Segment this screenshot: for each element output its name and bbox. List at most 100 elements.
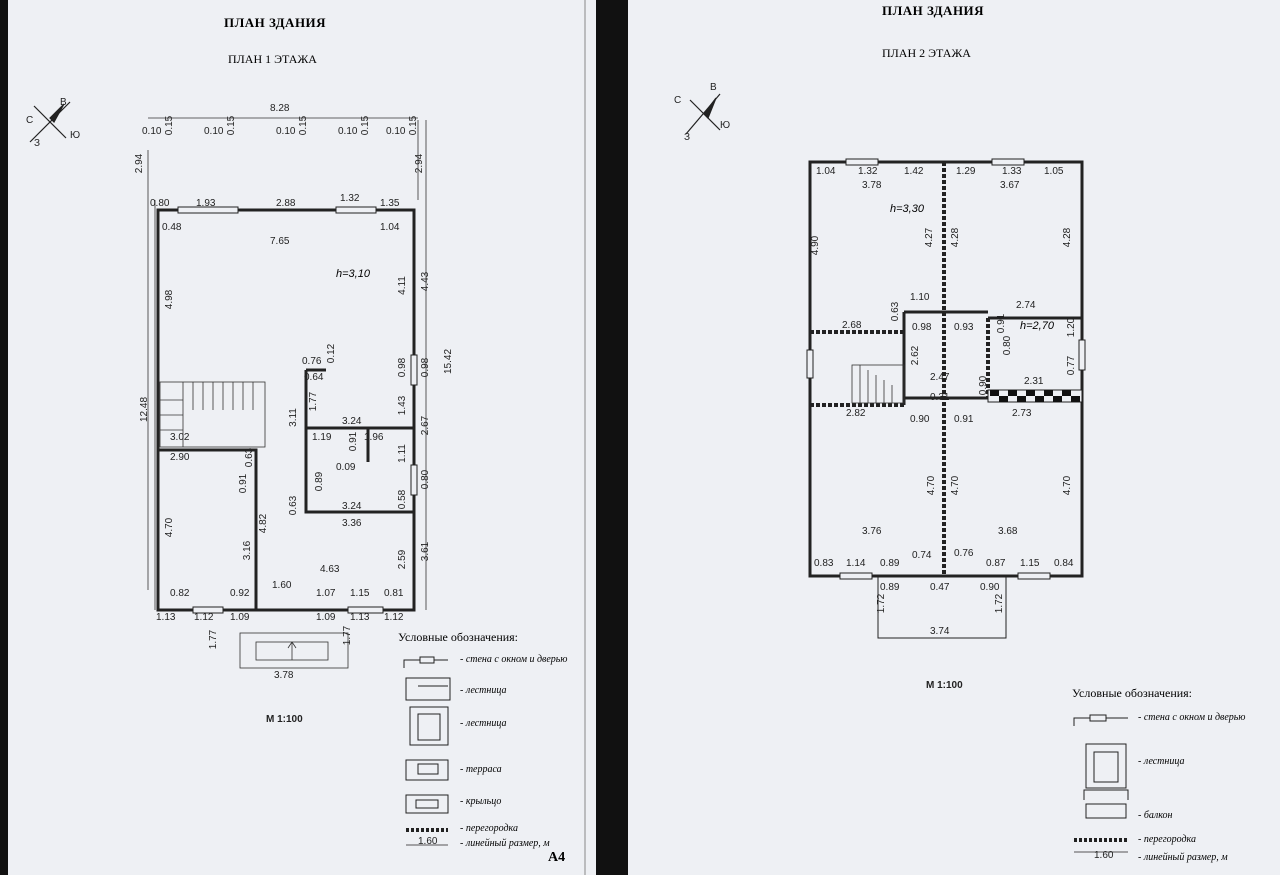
dim-label: 1.07 xyxy=(316,588,336,599)
compass-label-z: З xyxy=(34,138,41,149)
dim-label: 0.76 xyxy=(954,548,974,559)
dim-label: 1.15 xyxy=(1020,558,1040,569)
dim-label: 0.64 xyxy=(304,372,324,383)
dim-label: 0.93 xyxy=(954,322,974,333)
dim-label: 3.11 xyxy=(287,408,299,427)
dim-label: 3.74 xyxy=(930,626,950,637)
dim-label: 7.65 xyxy=(270,236,290,247)
dim-label: 1.15 xyxy=(350,588,370,599)
dim-label: 1.32 xyxy=(340,193,360,204)
dim-label: 2.62 xyxy=(910,345,922,366)
dim-label: 0.80 xyxy=(1002,335,1014,356)
dim-label: 2.90 xyxy=(170,452,190,463)
dim-label: 1.72 xyxy=(994,593,1006,614)
dim-label: 4.28 xyxy=(950,227,962,248)
dim-label: 1.12 xyxy=(384,612,404,623)
dim-label: 1.13 xyxy=(156,612,176,623)
dim-label: 2.31 xyxy=(1024,376,1044,387)
legend-item: - линейный размер, м xyxy=(460,838,550,849)
dim-label: 4.98 xyxy=(164,289,176,310)
dim-label: 2.67 xyxy=(420,415,432,436)
dim-label: 4.27 xyxy=(924,227,936,248)
dim-label: 2.94 xyxy=(414,153,426,174)
dim-label: 0.63 xyxy=(890,301,902,322)
dim-label: 0.82 xyxy=(170,588,190,599)
dim-label: 1.04 xyxy=(816,166,836,177)
dim-label: 4.90 xyxy=(810,235,822,256)
legend-item: - перегородка xyxy=(1138,834,1196,845)
dim-label: 1.60 xyxy=(272,580,292,591)
dim-label: 0.74 xyxy=(912,550,932,561)
dim-label: 1.12 xyxy=(194,612,214,623)
dim-label: 1.42 xyxy=(904,166,924,177)
dim-label: 1.77 xyxy=(208,629,220,650)
porch-icon xyxy=(239,632,349,669)
ceiling-height: h=3,30 xyxy=(890,203,924,215)
dim-label: 0.15 xyxy=(360,115,372,136)
dim-label: 0.80 xyxy=(150,198,170,209)
dim-label: 2.94 xyxy=(134,153,146,174)
dim-label: 1.33 xyxy=(1002,166,1022,177)
dim-label: 3.78 xyxy=(862,180,882,191)
dim-label: 4.70 xyxy=(950,475,962,496)
dim-label: 0.91 xyxy=(954,414,974,425)
dim-label: 12.48 xyxy=(139,396,151,423)
legend-title: Условные обозначения: xyxy=(1072,686,1193,700)
dim-label: 4.82 xyxy=(258,513,270,534)
dim-label: 3.36 xyxy=(342,518,362,529)
dim-label: 4.28 xyxy=(1062,227,1074,248)
dim-label: 1.72 xyxy=(876,593,888,614)
scale-label: М 1:100 xyxy=(926,680,963,691)
scale-label: М 1:100 xyxy=(266,714,303,725)
dim-label: 0.89 xyxy=(314,471,326,492)
dim-label: 1.19 xyxy=(312,432,332,443)
dim-label: 1.77 xyxy=(342,625,354,646)
dim-label: 1.20 xyxy=(1066,317,1078,338)
compass-label-yu: Ю xyxy=(720,120,731,131)
dim-label: 1.09 xyxy=(316,612,336,623)
dim-label: 0.87 xyxy=(986,558,1006,569)
compass-label-z: З xyxy=(684,132,691,143)
legend-item: - стена с окном и дверью xyxy=(1138,712,1246,723)
dim-label: 3.68 xyxy=(998,526,1018,537)
page-subtitle: ПЛАН 2 ЭТАЖА xyxy=(882,46,971,60)
dim-label: 3.24 xyxy=(342,416,362,427)
dim-label: 4.70 xyxy=(164,517,176,538)
balcony-icon xyxy=(987,389,1083,403)
dim-label: 0.48 xyxy=(162,222,182,233)
dim-label: 1.77 xyxy=(308,391,320,412)
legend-item: - лестница xyxy=(460,685,507,696)
dim-label: 4.63 xyxy=(320,564,340,575)
dim-label: 0.63 xyxy=(244,447,256,468)
floor-1-drawing xyxy=(29,0,586,875)
dim-label: 0.09 xyxy=(336,462,356,473)
dim-label: 1.04 xyxy=(380,222,400,233)
page-subtitle: ПЛАН 1 ЭТАЖА xyxy=(228,52,317,66)
page-floor-1: ПЛАН ЗДАНИЯ ПЛАН 1 ЭТАЖА С В З Ю 8.28 0.… xyxy=(8,0,596,875)
compass-label-v: В xyxy=(710,82,717,93)
compass-icon xyxy=(29,101,71,143)
stairs-icon xyxy=(159,381,266,448)
dim-label: 3.16 xyxy=(242,540,254,561)
dim-label: 0.12 xyxy=(326,343,338,364)
legend-item: - терраса xyxy=(460,764,502,775)
dim-label: 0.76 xyxy=(302,356,322,367)
dim-label: 0.81 xyxy=(384,588,404,599)
stairs-icon xyxy=(851,364,905,404)
dim-label: 0.90 xyxy=(978,375,990,396)
dim-label: 0.47 xyxy=(930,582,950,593)
compass-label-v: В xyxy=(60,97,67,108)
dim-label: 0.91 xyxy=(996,313,1008,334)
dim-label: 0.58 xyxy=(397,489,409,510)
legend-item: - линейный размер, м xyxy=(1138,852,1228,863)
dim-label: 3.78 xyxy=(274,670,294,681)
dim-label: 0.89 xyxy=(880,558,900,569)
dim-label: 3.76 xyxy=(862,526,882,537)
dim-label: 0.10 xyxy=(338,126,358,137)
dim-label: 0.15 xyxy=(226,115,238,136)
legend-item: - лестница xyxy=(460,718,507,729)
dim-label: 0.31 xyxy=(930,392,950,403)
dim-label: 0.15 xyxy=(408,115,420,136)
dim-label: 1.13 xyxy=(350,612,370,623)
ceiling-height: h=2,70 xyxy=(1020,320,1054,332)
